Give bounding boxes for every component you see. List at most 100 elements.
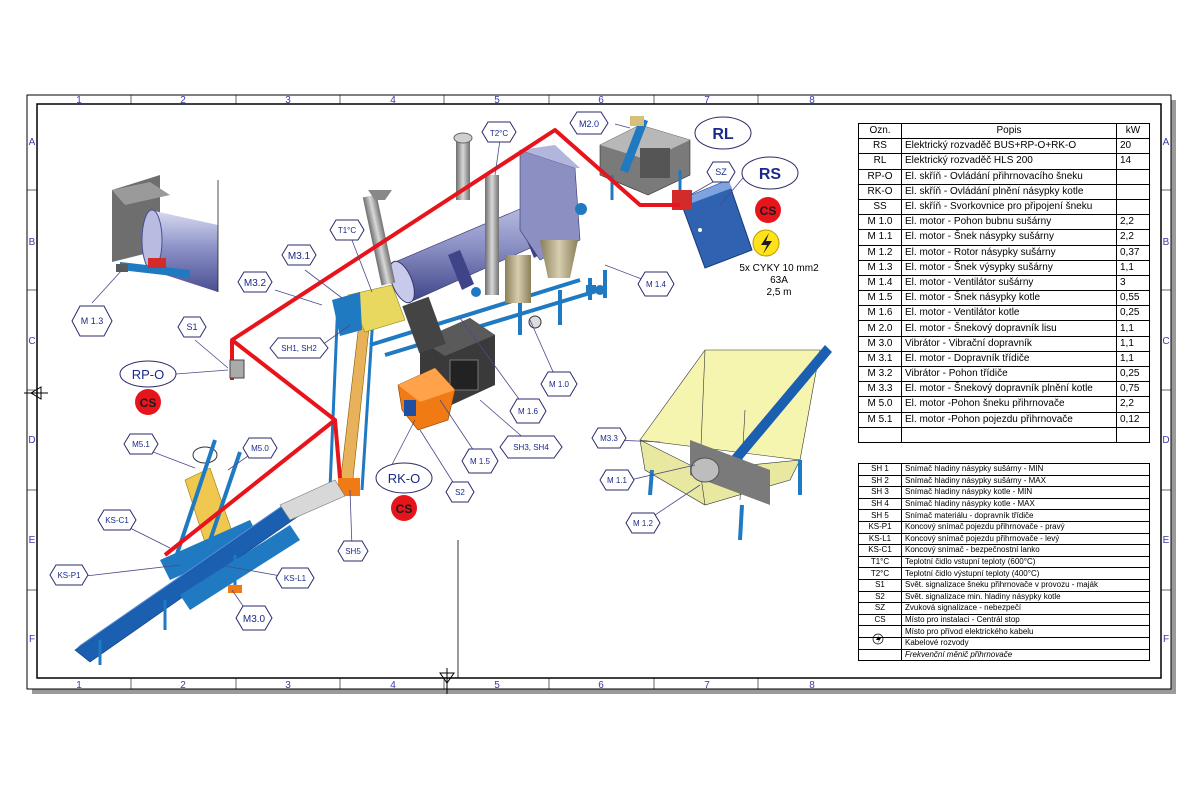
cell-power [1116,198,1150,216]
cell-power: 0,75 [1116,381,1150,398]
sensor-row: Kabelové rozvody [858,636,1150,650]
cell-description: El. motor - Šnekový dopravník plnění kot… [901,381,1117,398]
sensor-row: Místo pro přívod elektrického kabelu [858,625,1150,638]
cell-designation: KS-P1 [858,520,902,534]
cell-designation: M 1.5 [858,290,902,307]
cell-description: Kabelové rozvody [901,636,1150,650]
cable-spec: 5x CYKY 10 mm2 63A 2,5 m [739,263,819,298]
cell-description: Elektrický rozvaděč HLS 200 [901,153,1117,170]
cell-description: Koncový snímač pojezdu přihrnovače - lev… [901,532,1150,546]
cell-designation: SS [858,198,902,216]
callout-m20: M2.0 [579,119,599,129]
cell-description: El. skříň - Ovládání přihrnovacího šneku [901,168,1117,185]
pellet-press [599,116,691,200]
cell-description: Koncový snímač - bezpečnostní lanko [901,544,1150,557]
cell-designation: RL [858,153,902,170]
cell-power: 2,2 [1116,396,1150,413]
cell-designation: M 1.4 [858,274,902,292]
callout-ksc1: KS-C1 [105,516,129,525]
callout-m30: M3.0 [243,614,266,625]
grid-row-label: F [1163,634,1169,645]
grid-col-label: 8 [809,680,815,691]
callout-m11: M 1.1 [607,476,628,485]
grid-col-label: 6 [598,680,604,691]
grid-col-label: 3 [285,95,291,106]
cell-description: Koncový snímač pojezdu přihrnovače - pra… [901,520,1150,534]
cell-description: Místo pro přívod elektrického kabelu [901,625,1150,638]
callout-m15: M 1.5 [470,457,491,466]
cell-description: Snímač hladiny násypky sušárny - MIN [901,463,1150,476]
cell-power: 20 [1116,138,1150,155]
cell-description: El. motor - Šnek násypky kotle [901,290,1117,307]
grid-col-label: 5 [494,95,500,106]
cell-description: Teplotní čidlo výstupní teploty (400°C) [901,567,1150,580]
table-header-row: Ozn. Popis kW [858,122,1150,140]
cell-designation: M 1.1 [858,229,902,246]
callout-m50: M5.0 [251,444,269,453]
callout-m32: M3.2 [244,278,267,289]
grid-col-label: 6 [598,95,604,106]
cell-designation: SH 4 [858,497,902,511]
callout-m13: M 1.3 [81,316,104,326]
cell-description: Vibrátor - Pohon třídiče [901,365,1117,383]
grid-col-label: 7 [704,680,710,691]
grid-row-label: D [28,435,35,446]
callout-m10: M 1.0 [549,380,570,389]
cell-designation [858,636,902,650]
grid-col-label: 4 [390,680,396,691]
callout-m51: M5.1 [132,440,150,449]
header-cell: kW [1116,122,1150,140]
cell-designation: KS-L1 [858,532,902,546]
cell-designation: M 1.3 [858,259,902,276]
cell-designation: M 3.0 [858,335,902,352]
cell-description: El. motor - Dopravník třídiče [901,350,1117,368]
cable-spec-line2: 63A [770,275,788,286]
grid-col-label: 5 [494,680,500,691]
cell-description: Frekvenční měnič přihrnovače [901,648,1150,662]
callout-rpo: RP-O [132,367,165,382]
header-cell: Ozn. [858,122,902,140]
cell-power: 1,1 [1116,259,1150,276]
cell-designation: SH 1 [858,463,902,476]
cell-designation: M 1.0 [858,214,902,231]
callout-ksl1: KS-L1 [284,574,307,583]
callout-m16: M 1.6 [518,407,539,416]
cable-entry-icon [752,229,780,257]
cell-designation: M 5.1 [858,411,902,428]
cell-designation: RP-O [858,168,902,185]
cell-description: Vibrátor - Vibrační dopravník [901,335,1117,352]
cell-description: Snímač hladiny násypky sušárny - MAX [901,474,1150,488]
cell-power: 14 [1116,153,1150,170]
grid-col-label: 2 [180,95,186,106]
grid-row-label: A [29,137,36,148]
cell-description: Snímač hladiny násypky kotle - MAX [901,497,1150,511]
cell-description: Teplotní čidlo vstupní teploty (600°C) [901,555,1150,569]
vibratory-conveyor [74,479,346,665]
cell-designation: M 3.2 [858,365,902,383]
cs-badge-label: CS [760,204,777,218]
cable-spec-line3: 2,5 m [766,287,791,298]
cell-designation: KS-C1 [858,544,902,557]
cs-badges: CS CS CS [135,197,781,521]
